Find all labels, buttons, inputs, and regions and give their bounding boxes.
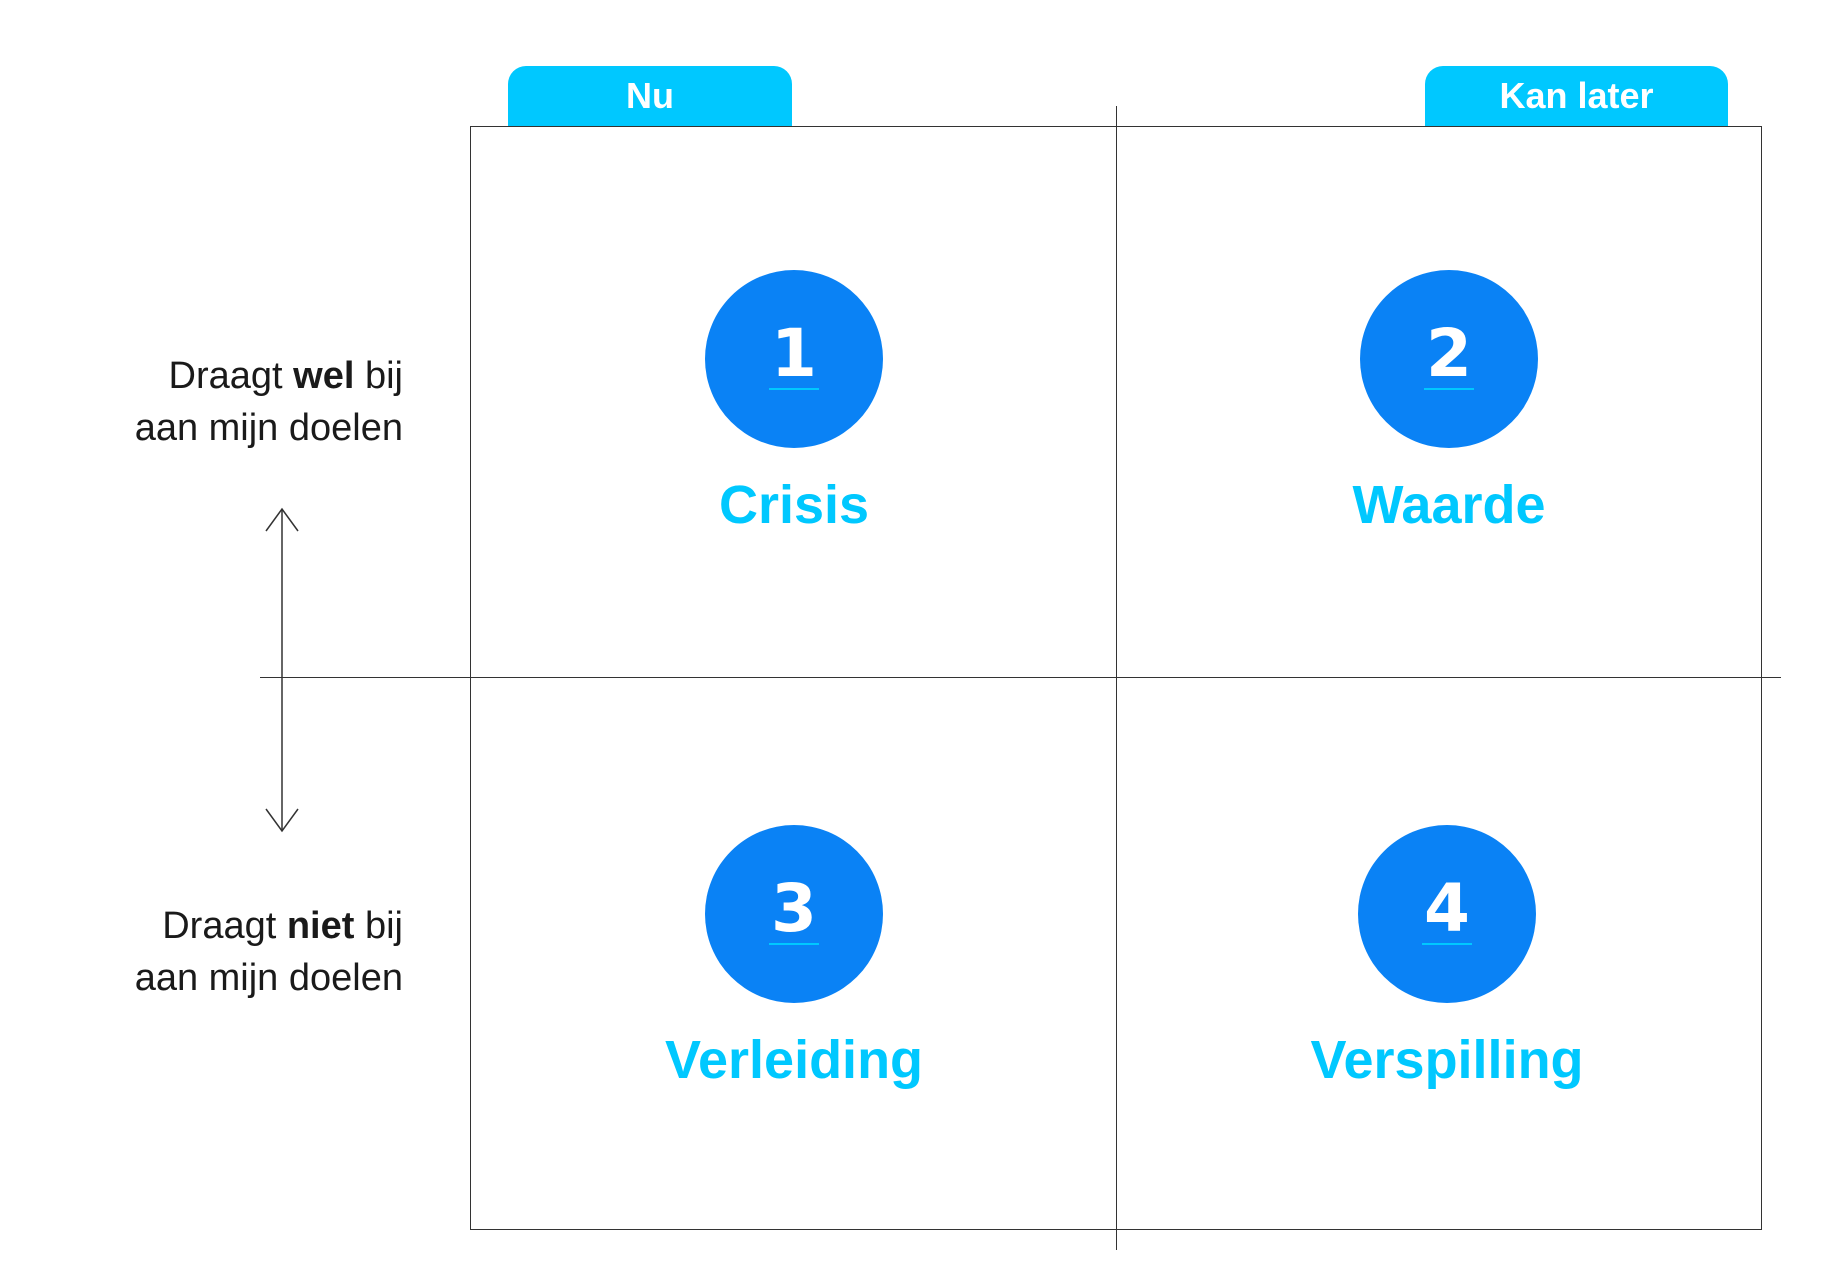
badge-underline — [1422, 943, 1472, 945]
row-label-bottom-line1: Draagt niet bij — [135, 900, 403, 952]
badge-underline — [1424, 388, 1474, 390]
row-label-bottom-emphasis: niet — [286, 905, 355, 947]
matrix-border-left — [470, 126, 471, 1230]
row-label-top-suffix: bij — [364, 355, 403, 397]
row-label-bottom-line2: aan mijn doelen — [134, 957, 403, 999]
quadrant-verspilling: 4 Verspilling — [1247, 825, 1647, 1087]
column-header-now-label: Nu — [626, 75, 674, 116]
quadrant-crisis: 1 Crisis — [594, 270, 994, 532]
column-header-now: Nu — [508, 66, 792, 126]
quadrant-number: 2 — [1426, 315, 1472, 392]
quadrant-label: Verspilling — [1310, 1030, 1584, 1090]
quadrant-number: 4 — [1424, 870, 1470, 947]
quadrant-waarde: 2 Waarde — [1249, 270, 1649, 532]
quadrant-label: Crisis — [718, 475, 870, 535]
horizontal-axis — [260, 677, 1781, 678]
column-header-later-label: Kan later — [1499, 75, 1654, 116]
badge-underline — [769, 388, 819, 390]
quadrant-label: Verleiding — [664, 1030, 924, 1090]
quadrant-verleiding: 3 Verleiding — [594, 825, 994, 1087]
row-label-bottom-prefix: Draagt — [162, 905, 277, 947]
vertical-axis — [1116, 106, 1117, 1250]
row-label-top: Draagt wel bij aan mijn doelen — [135, 350, 403, 454]
quadrant-label: Waarde — [1352, 475, 1546, 535]
row-label-top-line1: Draagt wel bij — [135, 350, 403, 402]
row-label-bottom-suffix: bij — [364, 905, 403, 947]
quadrant-number: 1 — [771, 315, 817, 392]
quadrant-number-badge: 4 — [1358, 825, 1536, 1003]
row-label-top-prefix: Draagt — [168, 355, 283, 397]
column-header-later: Kan later — [1425, 66, 1728, 126]
quadrant-number-badge: 2 — [1360, 270, 1538, 448]
double-arrow-icon — [265, 507, 299, 833]
quadrant-number: 3 — [771, 870, 817, 947]
matrix-border-right — [1761, 126, 1762, 1230]
row-label-top-emphasis: wel — [293, 355, 355, 397]
quadrant-number-badge: 1 — [705, 270, 883, 448]
quadrant-number-badge: 3 — [705, 825, 883, 1003]
badge-underline — [769, 943, 819, 945]
row-label-bottom: Draagt niet bij aan mijn doelen — [135, 900, 403, 1004]
row-label-top-line2: aan mijn doelen — [134, 407, 403, 449]
